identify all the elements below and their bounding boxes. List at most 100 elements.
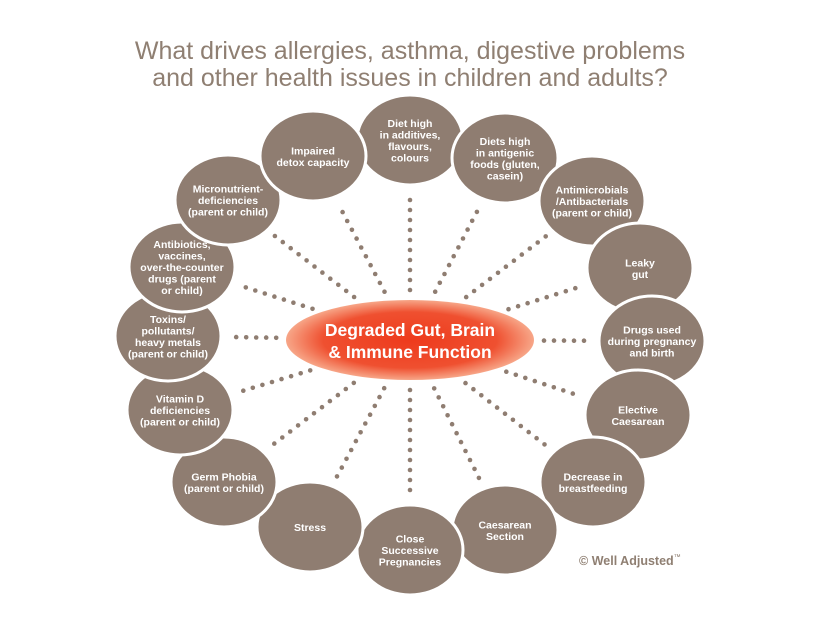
connector-dot <box>541 338 547 343</box>
connector-dot <box>407 287 413 293</box>
central-outcome-label: & Immune Function <box>328 342 491 362</box>
connector-dot <box>280 435 285 440</box>
factor-label: detox capacity <box>277 157 350 169</box>
factor-label: Stress <box>294 522 326 534</box>
connector-dot <box>518 423 524 429</box>
connector-dot <box>479 282 485 288</box>
connector-dot <box>281 297 287 302</box>
connector-dot <box>279 376 284 382</box>
connector-dot <box>310 306 315 312</box>
factor-node-antimicrobials: Antimicrobials/Antibacterials(parent or … <box>537 154 647 248</box>
connector-dot <box>407 217 413 223</box>
connector-dot <box>431 386 437 391</box>
connector-dot <box>458 439 464 445</box>
connector-dot <box>272 233 278 239</box>
connector-dot <box>253 335 259 340</box>
factor-label: breastfeeding <box>559 483 628 495</box>
connector-dot <box>437 280 443 286</box>
connector-dot <box>407 447 413 453</box>
connector-dot <box>260 382 265 388</box>
diagram-title: What drives allergies, asthma, digestive… <box>0 38 820 92</box>
connector-dot <box>407 427 413 433</box>
trademark-icon: ™ <box>673 554 681 561</box>
factor-node-micronutrient: Micronutrient-deficiencies(parent or chi… <box>173 153 283 247</box>
connector-dot <box>241 388 246 394</box>
connector-dot <box>465 227 470 232</box>
connector-dot <box>304 258 309 263</box>
connector-dot <box>446 262 452 268</box>
factor-label: (parent or child) <box>140 417 220 429</box>
factor-label: Diets high <box>480 136 531 148</box>
connector-dot <box>272 294 277 299</box>
connector-dot <box>312 264 317 269</box>
connector-dot <box>527 246 533 251</box>
connector-dot <box>382 289 387 295</box>
central-outcome: Degraded Gut, Brain & Immune Function <box>286 300 534 380</box>
connector-dot <box>570 391 576 396</box>
connector-dot <box>487 276 493 282</box>
connector-dot <box>368 262 373 268</box>
connector-dot <box>372 403 378 409</box>
connector-dot <box>460 236 466 241</box>
connector-dot <box>542 381 547 387</box>
factor-label: /Antibacterials <box>556 196 629 208</box>
connector-dot <box>534 297 540 303</box>
connector-dot <box>243 335 249 340</box>
connector-dot <box>407 257 413 263</box>
connector-dot <box>296 252 301 257</box>
factor-label: Micronutrient- <box>193 184 264 196</box>
factor-label: vaccines, <box>158 251 205 263</box>
connector-dot <box>407 437 413 443</box>
connector-dot <box>319 404 325 410</box>
connector-dot <box>291 300 296 306</box>
title-line-2: and other health issues in children and … <box>152 64 668 92</box>
connector-dot <box>407 227 413 233</box>
connector-dot <box>407 487 413 493</box>
factor-label: drugs (parent <box>148 274 216 286</box>
connector-dot <box>233 334 239 340</box>
factor-label: and birth <box>630 348 675 360</box>
factor-label: in additives, <box>380 129 441 141</box>
factor-label: Leaky <box>625 257 655 269</box>
connector-dot <box>358 430 363 435</box>
connector-dot <box>543 234 548 239</box>
factor-label: Caesarean <box>478 519 531 531</box>
connector-dot <box>542 442 547 447</box>
connector-dot <box>440 404 446 409</box>
connector-dot <box>479 393 484 398</box>
connector-dot <box>263 335 269 340</box>
connector-dot <box>525 300 530 306</box>
connector-dot <box>526 429 531 435</box>
connector-dot <box>551 338 557 343</box>
connector-dot <box>363 253 369 259</box>
connector-dot <box>339 465 345 470</box>
connector-dot <box>544 294 549 300</box>
connector-dot <box>287 429 293 434</box>
connector-dot <box>288 245 294 251</box>
connector-dot <box>467 457 473 463</box>
connector-dot <box>495 270 501 276</box>
connector-dot <box>407 457 413 463</box>
factor-label: Close <box>396 534 425 546</box>
factor-label: Elective <box>618 404 658 416</box>
connector-dot <box>510 417 516 423</box>
connector-lines <box>233 197 587 493</box>
factor-label: (parent or child) <box>552 208 632 220</box>
connector-dot <box>513 372 519 378</box>
factor-node-toxins: Toxins/pollutants/heavy metals(parent or… <box>113 289 223 383</box>
connector-dot <box>454 430 459 436</box>
connector-dot <box>253 288 258 293</box>
connector-dot <box>407 417 413 423</box>
factor-label: in antigenic <box>476 147 535 159</box>
connector-dot <box>445 413 450 418</box>
connector-dot <box>381 385 387 391</box>
factor-node-germ-phobia: Germ Phobia(parent or child) <box>169 435 279 529</box>
connector-dot <box>532 378 538 384</box>
connector-dot <box>344 456 349 462</box>
factor-label: casein) <box>487 170 523 182</box>
factor-label: (parent or child) <box>128 348 208 360</box>
connector-dot <box>353 438 359 444</box>
